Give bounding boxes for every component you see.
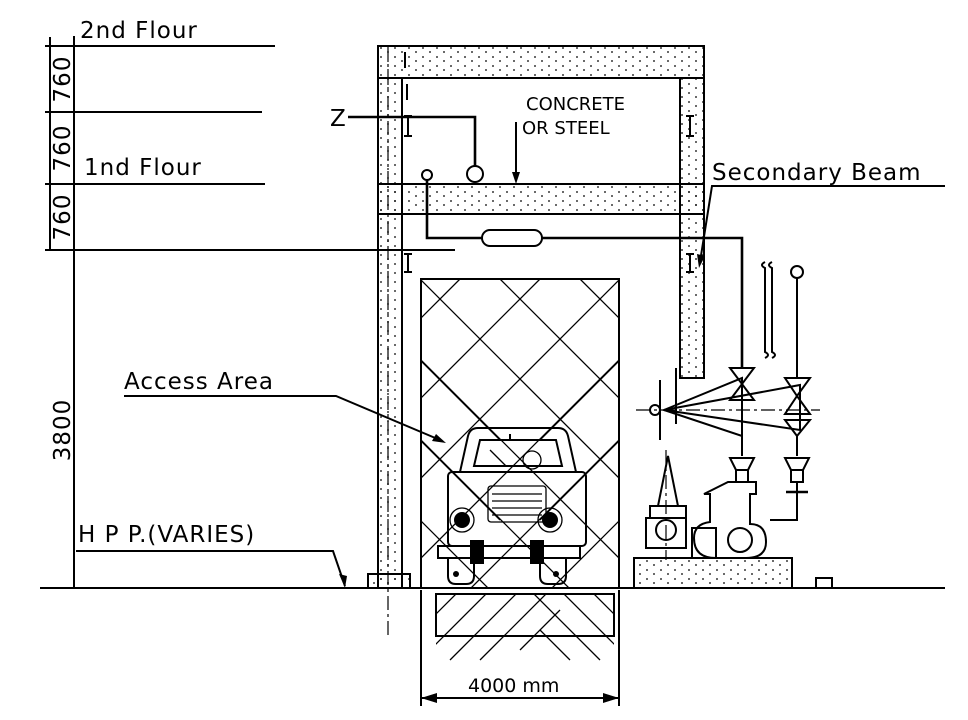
access-area-hatch: [421, 279, 619, 588]
pump-base: [633, 557, 793, 589]
dimension-760-middle: 760: [50, 125, 76, 172]
z-pipe: [348, 115, 477, 166]
pump-equipment: [633, 261, 820, 589]
dimension-760-top: 760: [50, 56, 76, 103]
floor-slab: [377, 183, 705, 215]
access-area-box: [420, 278, 620, 589]
hpp-leader: [76, 550, 346, 587]
access-area-label: Access Area: [124, 369, 274, 395]
access-area-leader: [124, 395, 441, 441]
pipe-run-right: [542, 236, 744, 368]
left-column: [377, 77, 403, 589]
top-beam: [377, 45, 705, 79]
small-block: [815, 577, 833, 589]
width-dimension-label: 4000 mm: [468, 675, 559, 697]
pipe-end-round: [466, 165, 484, 183]
inline-coupling: [481, 229, 543, 247]
pipe-run-left: [425, 180, 482, 240]
foundation-block: [435, 593, 615, 637]
dimension-3800: 3800: [50, 399, 76, 462]
width-dimension: [420, 590, 620, 706]
hpp-arrow: [339, 574, 347, 588]
z-mark: Z: [330, 106, 347, 132]
dimension-760-bottom: 760: [50, 194, 76, 241]
secondary-beam-leader: [699, 185, 945, 263]
secondary-beam-label: Secondary Beam: [712, 160, 922, 186]
steel-label: OR STEEL: [522, 118, 610, 139]
vehicle: [437, 427, 587, 585]
foundation-hatch: [436, 594, 614, 661]
frame-structure: [367, 45, 705, 589]
floor-2-label: 2nd Flour: [80, 18, 198, 44]
concrete-label: CONCRETE: [526, 94, 625, 115]
hpp-label: H P P.(VARIES): [78, 522, 255, 548]
right-column: [679, 77, 705, 379]
floor-1-label: 1nd Flour: [84, 155, 202, 181]
column-footing: [367, 573, 411, 589]
pipe-hook: [421, 169, 433, 181]
